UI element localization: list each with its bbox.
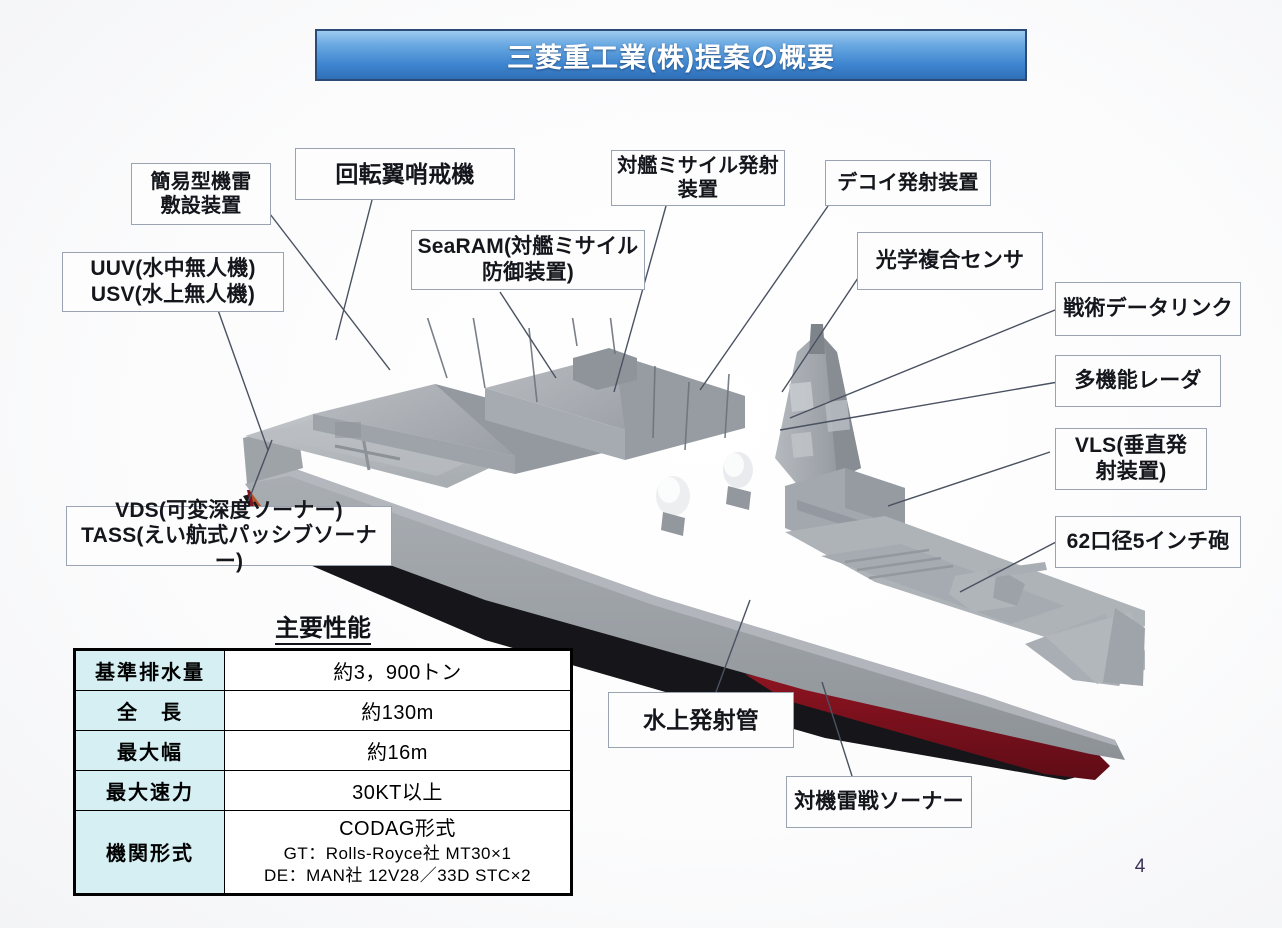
table-row: 最大幅 約16m	[74, 730, 572, 771]
callout-line: VLS(垂直発	[1074, 434, 1188, 458]
callout-line: UUV(水中無人機)	[90, 257, 256, 281]
spec-value: 約16m	[224, 730, 572, 771]
table-row: 最大速力 30KT以上	[74, 770, 572, 811]
callout-multifunction-radar[interactable]: 多機能レーダ	[1055, 355, 1221, 407]
callout-mcm-sonar[interactable]: 対機雷戦ソーナー	[786, 776, 972, 828]
callout-line: 装置	[677, 179, 719, 201]
callout-line: TASS(えい航式パッシブソーナー)	[81, 524, 377, 573]
spec-value-engine: CODAG形式 GT：Rolls-Royce社 MT30×1 DE：MAN社 1…	[224, 810, 572, 895]
callout-line: VDS(可変深度ソーナー)	[115, 498, 343, 522]
callout-anti-ship-missile-launcher[interactable]: 対艦ミサイル発射 装置	[611, 150, 785, 206]
spec-heading-text: 主要性能	[275, 615, 371, 645]
callout-line: 光学複合センサ	[875, 249, 1025, 273]
callout-uuv-usv[interactable]: UUV(水中無人機) USV(水上無人機)	[62, 252, 284, 312]
callout-vds-tass[interactable]: VDS(可変深度ソーナー) TASS(えい航式パッシブソーナー)	[66, 499, 392, 573]
callout-line: 62口径5インチ砲	[1066, 530, 1230, 554]
callout-line: SeaRAM(対艦ミサイル	[417, 235, 639, 259]
callout-line: 敷設装置	[160, 195, 242, 217]
spec-value: 約3，900トン	[224, 649, 572, 691]
spec-key: 全 長	[74, 690, 225, 731]
callout-rotary-wing-patrol-aircraft[interactable]: 回転翼哨戒機	[295, 148, 515, 200]
callout-line: 射装置)	[1095, 460, 1167, 483]
table-row: 基準排水量 約3，900トン	[74, 649, 572, 691]
callout-vls[interactable]: VLS(垂直発 射装置)	[1055, 428, 1207, 490]
callout-line: 水上発射管	[643, 706, 759, 733]
spec-key: 機関形式	[74, 810, 225, 895]
callout-line: 回転翼哨戒機	[335, 160, 475, 187]
callout-line: 対艦ミサイル発射	[617, 154, 779, 177]
spec-table: 基準排水量 約3，900トン 全 長 約130m 最大幅 約16m 最大速力 3…	[73, 648, 573, 896]
callout-decoy-launcher[interactable]: デコイ発射装置	[825, 160, 991, 206]
engine-line-1: CODAG形式	[339, 818, 456, 840]
slide-title-banner: 三菱重工業(株)提案の概要	[315, 29, 1027, 81]
ship-illustration	[243, 318, 1145, 780]
callout-line: 多機能レーダ	[1074, 369, 1202, 393]
engine-line-3: DE：MAN社 12V28／33D STC×2	[263, 866, 532, 886]
spec-key: 基準排水量	[74, 649, 225, 691]
engine-line-2: GT：Rolls-Royce社 MT30×1	[283, 844, 512, 863]
callout-five-inch-gun[interactable]: 62口径5インチ砲	[1055, 516, 1241, 568]
spec-value: 30KT以上	[224, 770, 572, 811]
spec-table-heading: 主要性能	[73, 608, 573, 645]
slide-title-text: 三菱重工業(株)提案の概要	[507, 42, 835, 73]
table-row: 全 長 約130m	[74, 690, 572, 731]
callout-searam[interactable]: SeaRAM(対艦ミサイル 防御装置)	[411, 230, 645, 290]
callout-line: 戦術データリンク	[1063, 297, 1233, 321]
callout-line: デコイ発射装置	[837, 171, 979, 194]
spec-key: 最大速力	[74, 770, 225, 811]
callout-line: 簡易型機雷	[150, 170, 252, 193]
callout-line: USV(水上無人機)	[90, 283, 256, 306]
callout-mine-laying[interactable]: 簡易型機雷 敷設装置	[131, 163, 271, 225]
callout-line: 対機雷戦ソーナー	[794, 790, 964, 814]
callout-tactical-data-link[interactable]: 戦術データリンク	[1055, 282, 1241, 336]
spec-value: 約130m	[224, 690, 572, 731]
page-number: 4	[1134, 856, 1146, 877]
callout-surface-torpedo-tube[interactable]: 水上発射管	[608, 692, 794, 748]
table-row: 機関形式 CODAG形式 GT：Rolls-Royce社 MT30×1 DE：M…	[74, 810, 572, 895]
callout-line: 防御装置)	[481, 261, 574, 284]
spec-key: 最大幅	[74, 730, 225, 771]
callout-electro-optical-sensor[interactable]: 光学複合センサ	[857, 232, 1043, 290]
